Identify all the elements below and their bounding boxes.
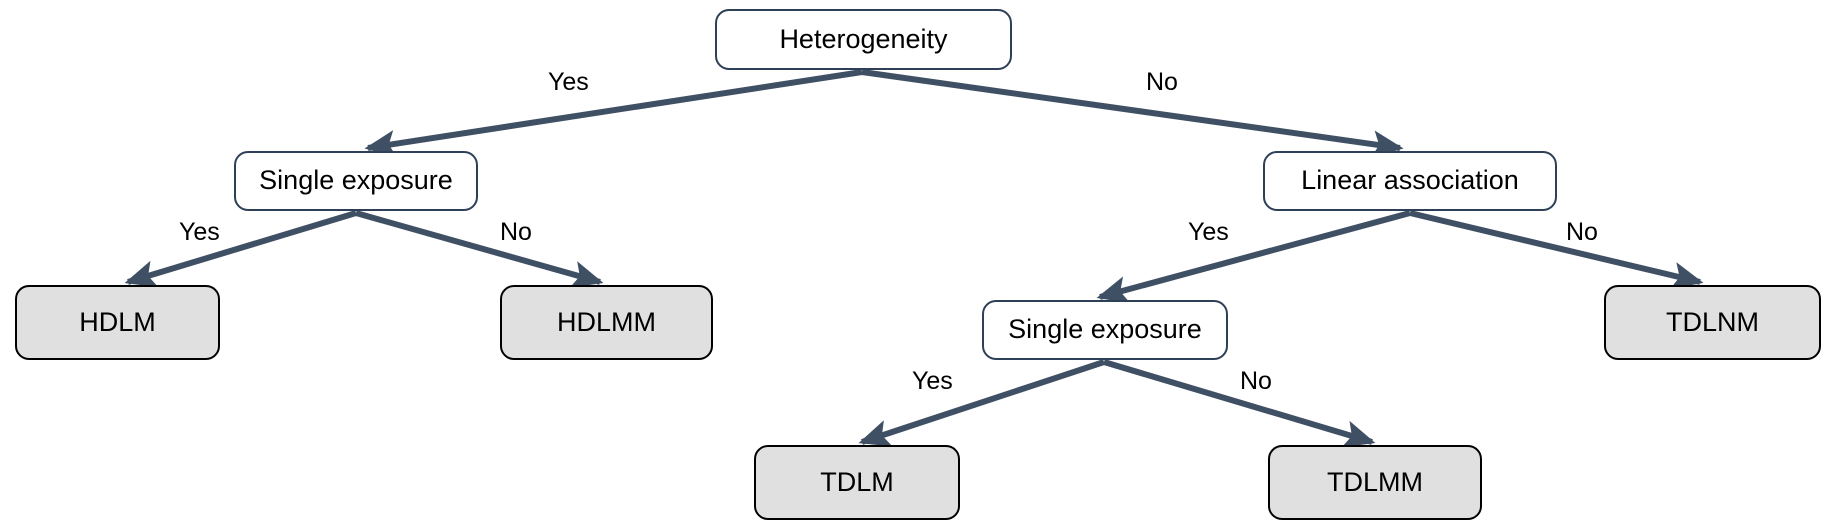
- edge-single1-no-label: No: [500, 218, 532, 246]
- edge-single1-yes: [124, 210, 357, 288]
- edge-single1-yes-label: Yes: [179, 218, 220, 246]
- edge-single1-no: [355, 210, 604, 288]
- edge-single2-yes: [858, 359, 1105, 447]
- node-tdlm[interactable]: TDLM: [754, 445, 960, 520]
- edge-single2-no: [1103, 359, 1376, 448]
- node-hdlmm[interactable]: HDLMM: [500, 285, 713, 360]
- edge-linear-yes-label: Yes: [1188, 218, 1229, 246]
- node-tdlnm[interactable]: TDLNM: [1604, 285, 1821, 360]
- node-hdlm[interactable]: HDLM: [15, 285, 220, 360]
- node-single-exposure-1[interactable]: Single exposure: [234, 151, 478, 211]
- edge-single2-yes-label: Yes: [912, 367, 953, 395]
- edge-single2-no-label: No: [1240, 367, 1272, 395]
- edge-linear-yes: [1096, 210, 1411, 304]
- edge-linear-no-label: No: [1566, 218, 1598, 246]
- edge-heterogeneity-yes-label: Yes: [548, 68, 589, 96]
- node-tdlmm[interactable]: TDLMM: [1268, 445, 1482, 520]
- node-single-exposure-2[interactable]: Single exposure: [982, 300, 1228, 360]
- edge-heterogeneity-yes: [364, 69, 863, 158]
- edge-heterogeneity-no: [861, 69, 1404, 158]
- node-heterogeneity[interactable]: Heterogeneity: [715, 9, 1012, 70]
- node-linear-association[interactable]: Linear association: [1263, 151, 1557, 211]
- edge-heterogeneity-no-label: No: [1146, 68, 1178, 96]
- edge-linear-no: [1409, 210, 1704, 290]
